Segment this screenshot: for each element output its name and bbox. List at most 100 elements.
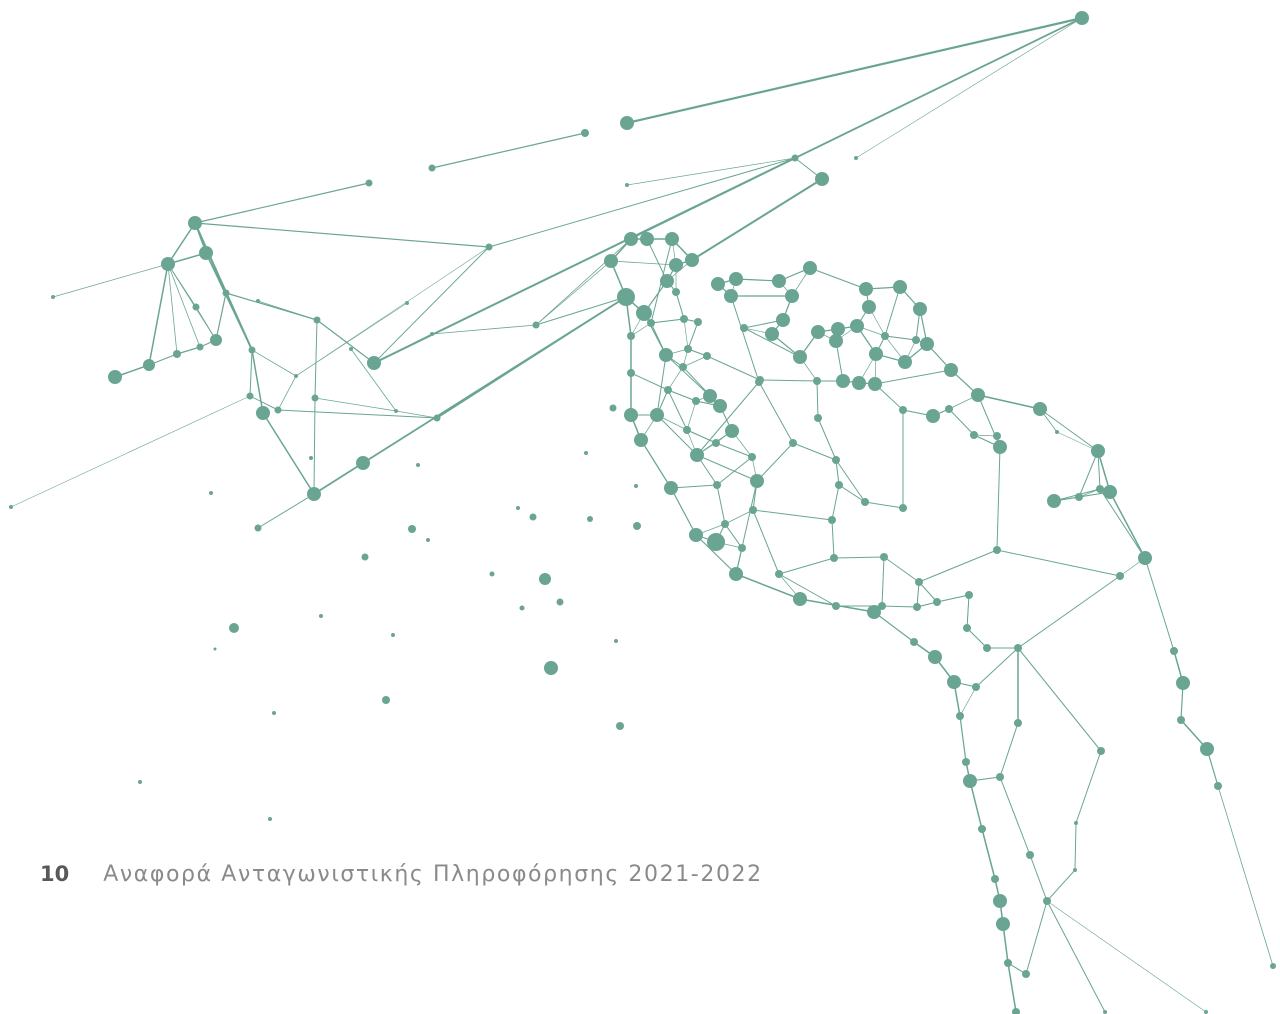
network-node bbox=[893, 280, 907, 294]
network-node bbox=[634, 433, 648, 447]
network-link bbox=[831, 519, 835, 559]
network-node bbox=[624, 408, 638, 422]
network-node bbox=[1170, 647, 1178, 655]
network-link bbox=[686, 429, 717, 444]
network-link bbox=[752, 509, 780, 575]
network-node bbox=[640, 232, 654, 246]
network-node bbox=[394, 409, 398, 413]
network-link bbox=[665, 354, 711, 397]
network-link bbox=[431, 324, 537, 335]
network-node bbox=[405, 301, 409, 305]
network-link bbox=[313, 462, 364, 495]
network-node bbox=[349, 347, 353, 351]
network-node bbox=[991, 875, 999, 883]
network-node bbox=[433, 414, 441, 422]
network-node bbox=[689, 528, 703, 542]
network-node bbox=[993, 432, 1001, 440]
network-node bbox=[1012, 1008, 1020, 1014]
network-node bbox=[1200, 742, 1214, 756]
network-node bbox=[311, 394, 319, 402]
scatter-dot bbox=[544, 661, 558, 675]
network-node bbox=[993, 440, 1007, 454]
network-link bbox=[881, 556, 885, 607]
network-link bbox=[831, 484, 840, 521]
network-link bbox=[735, 278, 780, 282]
network-link bbox=[431, 132, 586, 169]
scatter-dot bbox=[516, 506, 520, 510]
scatter-dot bbox=[539, 573, 551, 585]
network-link bbox=[167, 263, 197, 308]
network-link bbox=[277, 409, 438, 419]
network-link bbox=[640, 439, 672, 489]
network-link bbox=[630, 372, 669, 391]
network-node bbox=[173, 350, 181, 358]
network-link bbox=[686, 400, 697, 431]
network-link bbox=[670, 484, 718, 489]
network-node bbox=[832, 456, 840, 464]
network-link bbox=[743, 327, 801, 358]
network-node bbox=[624, 232, 638, 246]
network-link bbox=[999, 776, 1031, 856]
scatter-dot bbox=[489, 571, 495, 577]
network-link bbox=[752, 509, 833, 521]
network-node bbox=[356, 456, 370, 470]
network-node bbox=[880, 553, 888, 561]
network-node bbox=[978, 825, 986, 833]
network-link bbox=[966, 594, 970, 629]
network-node bbox=[1116, 572, 1124, 580]
network-node bbox=[776, 313, 790, 327]
network-node bbox=[1103, 1010, 1107, 1014]
network-node bbox=[51, 295, 55, 299]
network-node bbox=[956, 712, 964, 720]
network-node bbox=[9, 505, 13, 509]
network-link bbox=[1046, 900, 1106, 1013]
network-link bbox=[646, 238, 668, 282]
network-link bbox=[884, 335, 917, 341]
network-node bbox=[1270, 963, 1276, 969]
network-link bbox=[756, 442, 794, 482]
page-number: 10 bbox=[40, 862, 70, 886]
scatter-dot bbox=[391, 633, 395, 637]
network-link bbox=[295, 246, 490, 377]
network-link bbox=[251, 349, 297, 377]
network-link bbox=[148, 263, 169, 366]
network-node bbox=[1214, 782, 1222, 790]
network-link bbox=[667, 389, 697, 402]
network-link bbox=[873, 611, 915, 643]
network-node bbox=[913, 302, 927, 316]
network-node bbox=[854, 156, 858, 160]
network-link bbox=[262, 412, 315, 495]
scatter-dot bbox=[556, 598, 564, 606]
network-node bbox=[664, 481, 678, 495]
network-node bbox=[684, 345, 692, 353]
network-link bbox=[650, 318, 685, 324]
network-node bbox=[928, 650, 942, 664]
network-node bbox=[1014, 719, 1022, 727]
network-link bbox=[884, 286, 901, 337]
network-link bbox=[626, 157, 796, 186]
network-node bbox=[1074, 821, 1078, 825]
network-node bbox=[725, 424, 739, 438]
network-link bbox=[225, 292, 253, 351]
network-node bbox=[789, 439, 797, 447]
network-node bbox=[192, 303, 200, 311]
network-node bbox=[861, 498, 869, 506]
network-node bbox=[915, 578, 923, 586]
network-link bbox=[675, 291, 685, 320]
network-node bbox=[749, 506, 757, 514]
network-link bbox=[874, 369, 952, 385]
network-node bbox=[620, 116, 634, 130]
network-node bbox=[625, 183, 629, 187]
network-node bbox=[672, 288, 680, 296]
network-node bbox=[430, 332, 434, 336]
network-node bbox=[913, 603, 921, 611]
network-node bbox=[256, 406, 270, 420]
network-node bbox=[1014, 644, 1022, 652]
page-footer: 10 Αναφορά Ανταγωνιστικής Πληροφόρησης 2… bbox=[40, 862, 763, 887]
network-link bbox=[966, 627, 988, 649]
network-link bbox=[835, 459, 840, 486]
scatter-dot bbox=[309, 456, 313, 460]
network-link bbox=[667, 366, 684, 391]
network-node bbox=[256, 299, 260, 303]
network-link bbox=[167, 263, 201, 348]
